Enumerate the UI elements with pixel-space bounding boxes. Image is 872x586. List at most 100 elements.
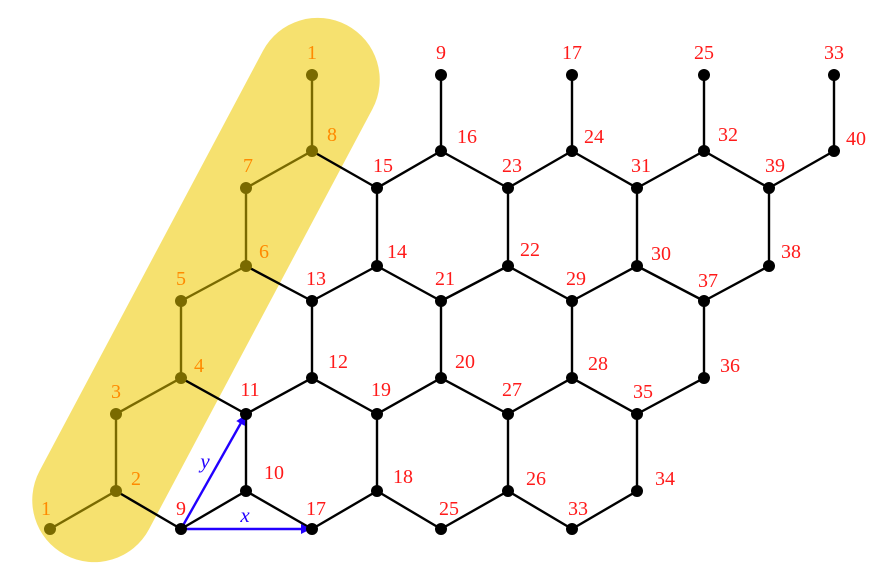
node-n16 — [435, 145, 447, 157]
node-n26 — [502, 485, 514, 497]
node-n17 — [306, 523, 318, 535]
node-a7 — [240, 182, 252, 194]
node-n35 — [631, 408, 643, 420]
node-label-n27: 27 — [502, 379, 522, 401]
edge-n31-n32 — [635, 149, 706, 190]
edge-n13-n14 — [310, 264, 379, 303]
edge-a5-a6 — [179, 264, 248, 303]
node-n18 — [371, 485, 383, 497]
node-a2 — [110, 485, 122, 497]
node-label-a7: 7 — [243, 155, 253, 177]
edge-n39-n40 — [767, 149, 836, 190]
node-a8 — [306, 145, 318, 157]
edge-a2-n9 — [114, 489, 183, 531]
node-n23 — [502, 182, 514, 194]
edge-n10-n17 — [244, 489, 314, 531]
node-label-n17: 17 — [306, 498, 326, 520]
node-n34 — [631, 485, 643, 497]
node-label-n11: 11 — [240, 379, 259, 401]
node-label-n15: 15 — [373, 155, 393, 177]
node-label-a1: 1 — [41, 498, 51, 520]
edge-n35-n36 — [635, 376, 706, 416]
node-n30 — [631, 260, 643, 272]
edge-n9-n10 — [179, 489, 248, 531]
node-label-a8: 8 — [327, 124, 337, 146]
node-label-a1t: 1 — [307, 42, 317, 64]
node-n9t — [435, 69, 447, 81]
node-label-n25t: 25 — [694, 42, 714, 64]
node-n33t — [828, 69, 840, 81]
edge-n11-n12 — [244, 376, 314, 416]
edge-n29-n30 — [570, 264, 639, 303]
node-n19 — [371, 408, 383, 420]
edge-n21-n22 — [439, 264, 510, 303]
node-n25t — [698, 69, 710, 81]
edge-a8-n15 — [310, 149, 379, 190]
edge-n18-n25 — [375, 489, 443, 531]
node-label-n9: 9 — [176, 498, 186, 520]
node-label-n39: 39 — [765, 155, 785, 177]
edge-n15-n16 — [375, 149, 443, 190]
node-a3 — [110, 408, 122, 420]
edge-n20-n27 — [439, 376, 510, 416]
node-label-n31: 31 — [631, 155, 651, 177]
node-a1 — [44, 523, 56, 535]
node-n20 — [435, 372, 447, 384]
edge-a6-n13 — [244, 264, 314, 303]
node-label-n9t: 9 — [436, 42, 446, 64]
edge-n27-n28 — [506, 376, 574, 416]
vector-layer — [179, 414, 311, 534]
node-n40 — [828, 145, 840, 157]
edge-n22-n29 — [506, 264, 574, 303]
node-a5 — [175, 295, 187, 307]
edge-n32-n39 — [702, 149, 771, 190]
vec-y-arrow — [179, 414, 247, 530]
node-label-n32: 32 — [718, 124, 738, 146]
node-n10 — [240, 485, 252, 497]
edge-a4-n11 — [179, 376, 248, 416]
highlight-band — [32, 17, 380, 563]
node-label-a2: 2 — [131, 468, 141, 490]
node-label-n13: 13 — [306, 268, 326, 290]
node-label-n12: 12 — [328, 351, 348, 373]
node-a6 — [240, 260, 252, 272]
node-label-n33: 33 — [568, 498, 588, 520]
node-n17t — [566, 69, 578, 81]
vec-x-label: x — [239, 503, 250, 527]
node-label-n40: 40 — [846, 128, 866, 150]
node-label-n17t: 17 — [562, 42, 582, 64]
node-label-n10: 10 — [264, 462, 284, 484]
node-label-n30: 30 — [651, 243, 671, 265]
node-label-n28: 28 — [588, 353, 608, 375]
edge-n24-n31 — [570, 149, 639, 190]
node-label-n20: 20 — [455, 351, 475, 373]
node-label-n25: 25 — [439, 498, 459, 520]
node-label-a6: 6 — [259, 241, 269, 263]
node-n33 — [566, 523, 578, 535]
edge-n37-n38 — [702, 264, 771, 303]
node-n28 — [566, 372, 578, 384]
edge-n19-n20 — [375, 376, 443, 416]
node-layer — [44, 69, 840, 535]
node-n25 — [435, 523, 447, 535]
node-label-n14: 14 — [387, 241, 407, 263]
node-label-n16: 16 — [457, 126, 477, 148]
node-label-n37: 37 — [698, 270, 718, 292]
node-n31 — [631, 182, 643, 194]
edge-layer — [48, 73, 836, 531]
edge-n25-n26 — [439, 489, 510, 531]
edge-n30-n37 — [635, 264, 706, 303]
node-n15 — [371, 182, 383, 194]
node-n9 — [175, 523, 187, 535]
node-n38 — [763, 260, 775, 272]
node-n37 — [698, 295, 710, 307]
node-label-n36: 36 — [720, 355, 740, 377]
node-label-n33t: 33 — [824, 42, 844, 64]
node-label-n22: 22 — [520, 239, 540, 261]
edge-n17-n18 — [310, 489, 379, 531]
node-label-n34: 34 — [655, 468, 675, 490]
edge-n12-n19 — [310, 376, 379, 416]
node-n32 — [698, 145, 710, 157]
